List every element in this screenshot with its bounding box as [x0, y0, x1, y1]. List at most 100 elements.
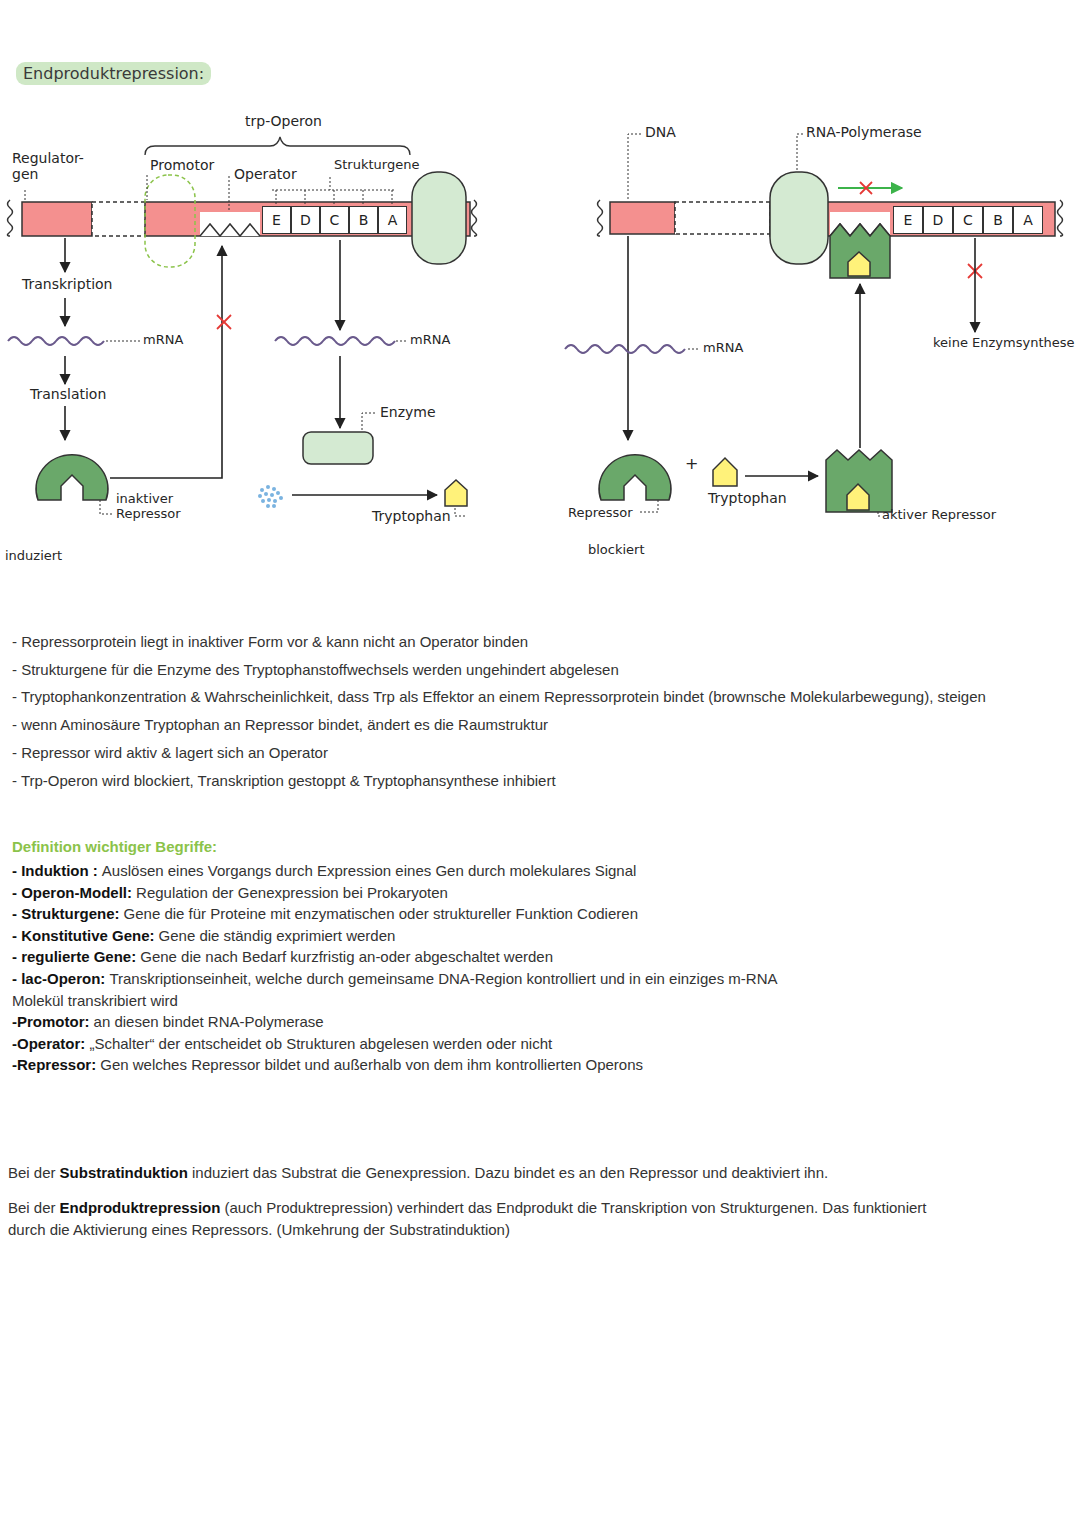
enzyme-shape	[303, 432, 373, 464]
gene-cell: D	[291, 206, 320, 234]
blocked-mark	[860, 182, 872, 194]
substrate-dots	[273, 499, 277, 503]
substrate-dots	[260, 488, 264, 492]
summary-block: Bei derSubstratinduktioninduziert das Su…	[8, 1162, 928, 1241]
definition-term: - lac-Operon:	[12, 970, 105, 987]
process-arrow	[339, 240, 341, 330]
process-arrow	[64, 298, 66, 326]
definition-line: -Operator:„Schalter“ der entscheidet ob …	[12, 1033, 804, 1055]
substrate-dots	[276, 491, 280, 495]
summary-text: Bei der	[8, 1199, 56, 1216]
process-arrow	[627, 236, 629, 440]
note-text: - wenn Aminosäure Tryptophan an Represso…	[12, 716, 548, 733]
leader-line	[147, 175, 148, 200]
summary-text: induziert das Substrat die Genexpression…	[192, 1164, 828, 1181]
part-label: Promotor	[150, 157, 214, 173]
mrna-label: mRNA	[410, 333, 450, 348]
operator-site	[200, 212, 260, 236]
promotor-outline	[145, 175, 195, 267]
rna-polymerase	[412, 172, 466, 264]
rna-polymerase	[770, 172, 828, 264]
gene-letter: C	[963, 212, 973, 228]
gene-cell: A	[378, 206, 407, 234]
part-label: Operator	[234, 166, 297, 182]
summary-term: Endproduktrepression	[60, 1199, 221, 1216]
leader-line	[106, 341, 140, 342]
definition-term: -Promotor:	[12, 1013, 90, 1030]
substrate-dots	[266, 485, 270, 489]
leader-line	[25, 175, 467, 516]
definition-list: - Induktion :Auslösen eines Vorgangs dur…	[12, 860, 804, 1076]
note-text: - Repressorprotein liegt in inaktiver Fo…	[12, 633, 528, 650]
gene-cell: A	[1013, 206, 1043, 234]
substrate-dots	[272, 487, 276, 491]
summary-paragraph: Bei derSubstratinduktioninduziert das Su…	[8, 1162, 928, 1184]
definition-text: Regulation der Genexpression bei Prokary…	[136, 884, 448, 901]
definition-text: „Schalter“ der entscheidet ob Strukturen…	[89, 1035, 552, 1052]
leader-line	[100, 500, 113, 514]
summary-paragraph: Bei derEndproduktrepression(auch Produkt…	[8, 1197, 928, 1241]
gene-cell: B	[983, 206, 1013, 234]
polymerase-label: RNA-Polymerase	[806, 124, 922, 140]
dna-strand	[22, 202, 92, 236]
process-arrow	[64, 406, 66, 440]
leader-line	[455, 508, 467, 516]
definition-text: Gen welches Repressor bildet und außerha…	[100, 1056, 643, 1073]
plus-sign: +	[685, 455, 698, 473]
process-arrow	[65, 238, 437, 495]
operator-site	[200, 212, 260, 236]
dna-strand	[472, 200, 477, 236]
step-label: Translation	[30, 386, 106, 402]
molecule-label: Tryptophan	[372, 508, 451, 524]
definition-line: - lac-Operon:Transkriptionseinheit, welc…	[12, 968, 804, 1011]
substrate-dots	[264, 492, 268, 496]
note-list: - Repressorprotein liegt in inaktiver Fo…	[12, 628, 1076, 794]
substrate-dots	[267, 498, 271, 502]
note-line: - Repressor wird aktiv & lagert sich an …	[12, 739, 1076, 767]
active-repressor	[826, 450, 892, 512]
gene-label: Regulator- gen	[12, 150, 92, 182]
repressor-protein	[36, 455, 108, 500]
gene-letter: E	[904, 212, 913, 228]
operator-site	[200, 224, 260, 236]
process-arrow	[974, 238, 976, 332]
molecule-label: Tryptophan	[708, 490, 787, 506]
substrate-dots	[270, 493, 274, 497]
process-arrow	[64, 238, 66, 272]
definition-term: - Induktion :	[12, 862, 98, 879]
transcription-arrow	[838, 187, 902, 189]
dna-strand	[610, 202, 675, 234]
definition-term: - Operon-Modell:	[12, 884, 132, 901]
dna-strand	[92, 202, 145, 236]
active-repressor	[848, 252, 870, 276]
tryptophan-shape	[445, 480, 467, 506]
definition-text: Gene die für Proteine mit enzymatischen …	[124, 905, 638, 922]
note-text: - Repressor wird aktiv & lagert sich an …	[12, 744, 328, 761]
repressor-label: Repressor	[568, 506, 633, 521]
mrna-strand	[8, 337, 104, 345]
process-arrow	[628, 236, 975, 476]
definition-text: Gene die nach Bedarf kurzfristig an-oder…	[140, 948, 553, 965]
definition-term: - regulierte Gene:	[12, 948, 136, 965]
definition-term: - Konstitutive Gene:	[12, 927, 155, 944]
dna-strand	[8, 200, 13, 236]
operon-brace	[145, 137, 410, 155]
active-repressor	[830, 224, 890, 278]
process-arrow	[859, 284, 861, 448]
note-line: - Tryptophankonzentration & Wahrscheinli…	[12, 683, 1076, 711]
definition-text: Auslösen eines Vorgangs durch Expression…	[102, 862, 636, 879]
mrna-label: mRNA	[703, 341, 743, 356]
section-heading: Definition wichtiger Begriffe:	[12, 838, 217, 855]
blocked-mark	[217, 315, 231, 329]
blocked-mark	[217, 315, 231, 329]
repressor-label: aktiver Repressor	[882, 508, 996, 523]
mrna-strand	[275, 337, 395, 345]
state-label: induziert	[5, 549, 62, 564]
definition-line: - Strukturgene:Gene die für Proteine mit…	[12, 903, 804, 925]
note-text: - Strukturgene für die Enzyme des Trypto…	[12, 661, 619, 678]
gene-letter: B	[993, 212, 1003, 228]
definition-line: - regulierte Gene:Gene die nach Bedarf k…	[12, 946, 804, 968]
mrna-strand	[8, 337, 395, 345]
part-label: Strukturgene	[334, 158, 419, 173]
